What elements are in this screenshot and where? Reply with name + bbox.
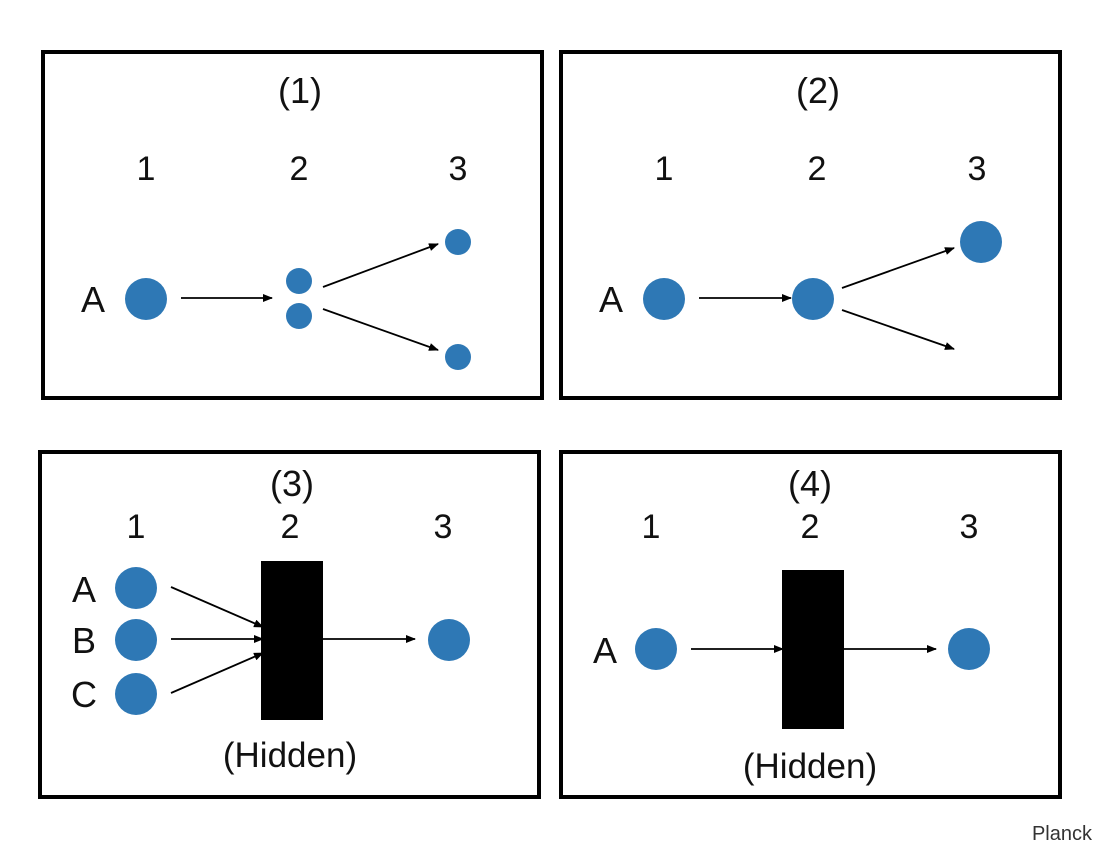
panel-2-node-middle xyxy=(792,278,834,320)
panel-3-col-3: 3 xyxy=(434,508,453,546)
panel-2-col-2: 2 xyxy=(808,150,827,188)
panel-3-col-1: 1 xyxy=(127,508,146,546)
panel-3-row-a: A xyxy=(72,569,96,610)
panel-1-title: (1) xyxy=(278,70,322,111)
panel-2-arrow-bottom xyxy=(841,309,955,350)
panel-3-node-out xyxy=(428,619,470,661)
panel-1-node-out-top xyxy=(445,229,471,255)
panel-2-node-out-top xyxy=(960,221,1002,263)
panel-3 xyxy=(38,450,541,799)
panel-2-col-3: 3 xyxy=(968,150,987,188)
panel-1 xyxy=(41,50,544,400)
panel-2-col-1: 1 xyxy=(655,150,674,188)
panel-4-node-a xyxy=(635,628,677,670)
panel-4-row-a: A xyxy=(593,630,617,671)
panel-2-arrow-top xyxy=(841,247,955,289)
panel-4-title: (4) xyxy=(788,463,832,504)
credit-label: Planck xyxy=(1031,823,1092,845)
panel-3-hidden-label: (Hidden) xyxy=(223,736,357,775)
panel-1-col-1: 1 xyxy=(137,150,156,188)
panel-1-row-a: A xyxy=(81,279,105,320)
panel-3-arrow-a xyxy=(170,586,264,628)
panel-1-arrow-bottom xyxy=(322,308,439,351)
panel-3-row-b: B xyxy=(72,620,96,661)
panel-3-row-c: C xyxy=(71,674,97,715)
panel-3-hidden-box xyxy=(261,561,323,720)
panel-2 xyxy=(559,50,1062,400)
panel-4-col-3: 3 xyxy=(960,508,979,546)
panel-4-col-2: 2 xyxy=(801,508,820,546)
panel-2-row-a: A xyxy=(599,279,623,320)
panel-2-node-a xyxy=(643,278,685,320)
panel-4-hidden-box xyxy=(782,570,844,729)
panel-1-col-2: 2 xyxy=(290,150,309,188)
panel-4-col-1: 1 xyxy=(642,508,661,546)
panel-1-node-split-bottom xyxy=(286,303,312,329)
panel-1-node-out-bottom xyxy=(445,344,471,370)
panel-1-node-a xyxy=(125,278,167,320)
panel-2-title: (2) xyxy=(796,70,840,111)
panel-4 xyxy=(559,450,1062,799)
panel-4-node-out xyxy=(948,628,990,670)
panel-1-col-3: 3 xyxy=(449,150,468,188)
panel-3-col-2: 2 xyxy=(281,508,300,546)
panel-3-arrow-c xyxy=(170,652,264,694)
panel-3-node-b xyxy=(115,619,157,661)
panel-3-node-c xyxy=(115,673,157,715)
panel-3-title: (3) xyxy=(270,463,314,504)
panel-1-arrow-top xyxy=(322,243,439,288)
panel-1-node-split-top xyxy=(286,268,312,294)
panel-3-node-a xyxy=(115,567,157,609)
panel-4-hidden-label: (Hidden) xyxy=(743,747,877,786)
